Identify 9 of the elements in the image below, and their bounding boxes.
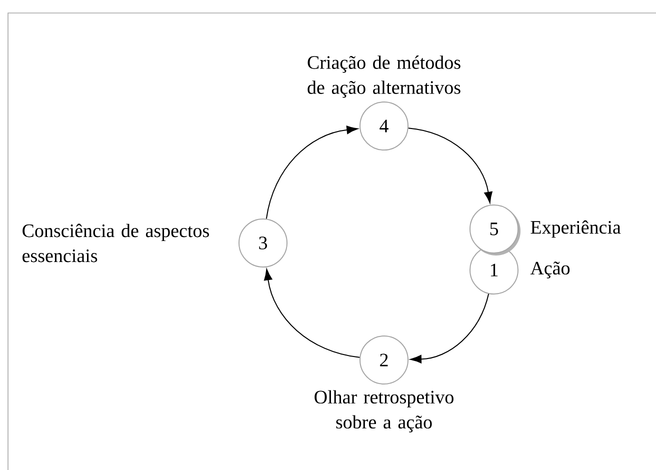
step-label: Consciência de aspectos essenciais [22,224,209,262]
step-label: Ação [530,262,570,278]
step-label: Experiência [530,220,621,238]
step-label: Criação de métodos de ação alternativos [308,56,460,98]
arrow [410,293,490,364]
step-label: Olhar retrospetivo sobre a ação [314,390,454,432]
arrow [266,126,358,220]
arrow [408,128,492,204]
arrow [264,268,360,358]
